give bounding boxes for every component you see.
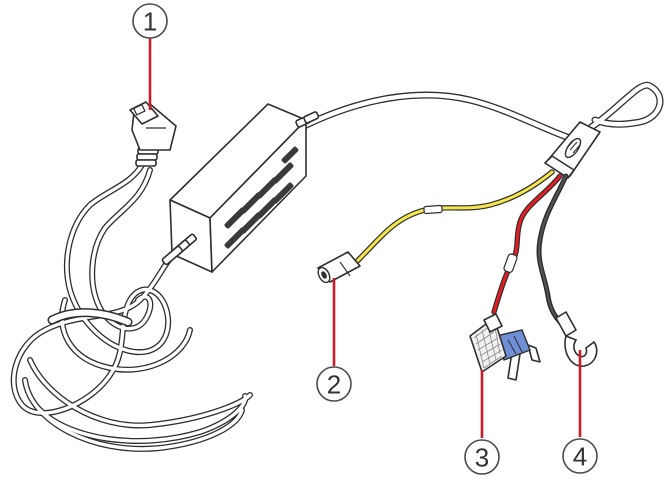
black-ground-ring [556, 312, 597, 366]
main-cable [300, 95, 575, 140]
callout-1: 1 [133, 4, 167, 38]
callout-2-number: 2 [327, 370, 341, 400]
black-wire [539, 176, 566, 324]
cable-loop [590, 85, 660, 128]
callout-1-number: 1 [143, 7, 157, 37]
callout-3-number: 3 [475, 443, 489, 473]
red-fuse-tap [470, 314, 540, 380]
callout-4-number: 4 [573, 442, 587, 472]
yellow-acc-connector [316, 252, 360, 284]
red-wire [494, 176, 560, 312]
usb-connector [130, 102, 176, 166]
converter-box [162, 104, 319, 272]
callout-4: 4 [563, 439, 597, 473]
callout-3: 3 [465, 440, 499, 474]
callout-2: 2 [317, 367, 351, 401]
